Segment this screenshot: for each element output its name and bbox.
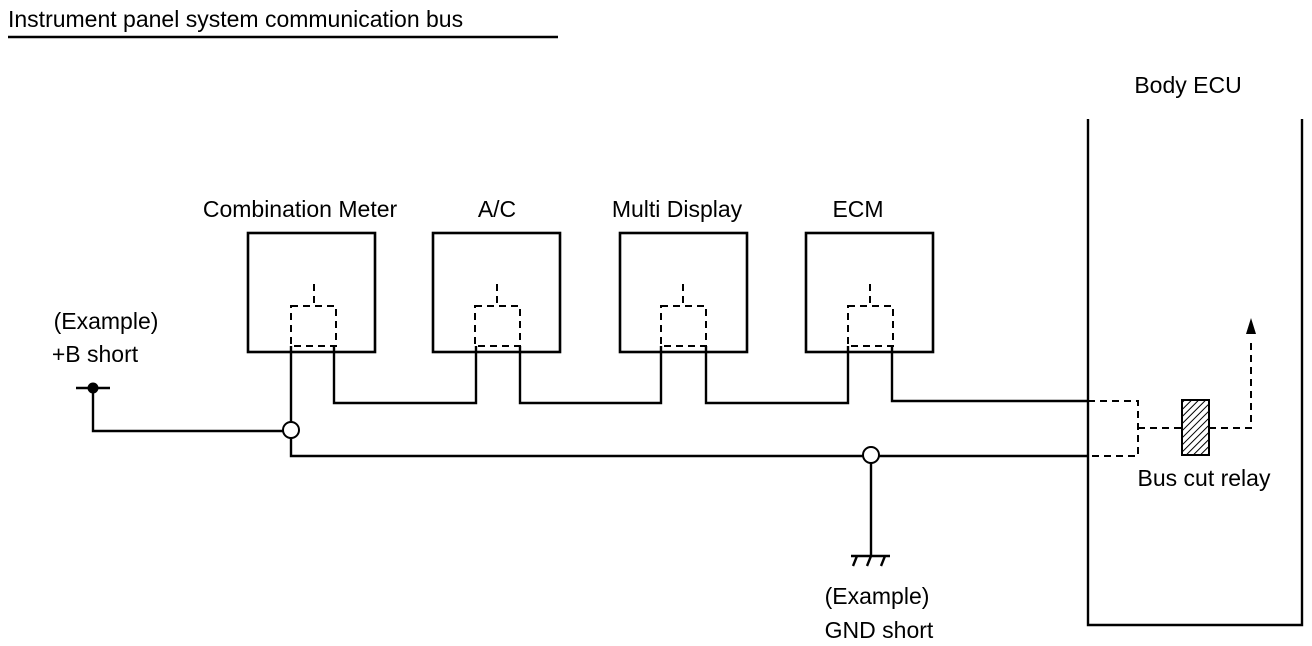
b-short-junction: [282, 421, 300, 439]
ecu-label-combination-meter: Combination Meter: [203, 196, 398, 222]
body-ecu-enclosure: [1086, 119, 1304, 627]
diagram-title: Instrument panel system communication bu…: [8, 6, 463, 32]
gnd-short-junction: [862, 446, 880, 464]
ecu-box-combination-meter: [246, 231, 377, 354]
gnd-short-label-line1: (Example): [825, 583, 930, 609]
ecu-box-ecm: [804, 231, 935, 354]
body-ecu-dashed-termination: [1088, 400, 1139, 457]
b-short-label-line1: (Example): [54, 308, 159, 334]
arrow-up-icon: [1246, 318, 1256, 334]
bus-cut-relay-coil: [1181, 399, 1210, 456]
ground-symbol-icon: [851, 554, 890, 567]
ecu-box-ac: [431, 231, 562, 354]
transceiver-combination-meter: [290, 284, 337, 347]
bus-wire-upper-2: [518, 346, 663, 405]
bus-wire-upper-1: [332, 346, 478, 405]
transceiver-ac: [474, 284, 521, 347]
bus-wire-upper-3: [704, 346, 850, 405]
bus-cut-relay-label: Bus cut relay: [1138, 465, 1271, 491]
b-short-label-line2: +B short: [52, 341, 139, 367]
ecu-label-multi-display: Multi Display: [612, 196, 743, 222]
gnd-short-label-line2: GND short: [825, 617, 934, 643]
b-short-wire: [91, 388, 284, 433]
bus-wire-lower-1: [289, 437, 864, 458]
ecu-label-ac: A/C: [478, 196, 516, 222]
transceiver-ecm: [847, 284, 894, 347]
transceiver-multi-display: [660, 284, 707, 347]
ecu-box-multi-display: [618, 231, 749, 354]
relay-dashed-output: [1209, 338, 1252, 429]
ecu-label-ecm: ECM: [832, 196, 883, 222]
body-ecu-label: Body ECU: [1134, 72, 1241, 98]
bus-wire-upper-4: [890, 346, 1088, 403]
